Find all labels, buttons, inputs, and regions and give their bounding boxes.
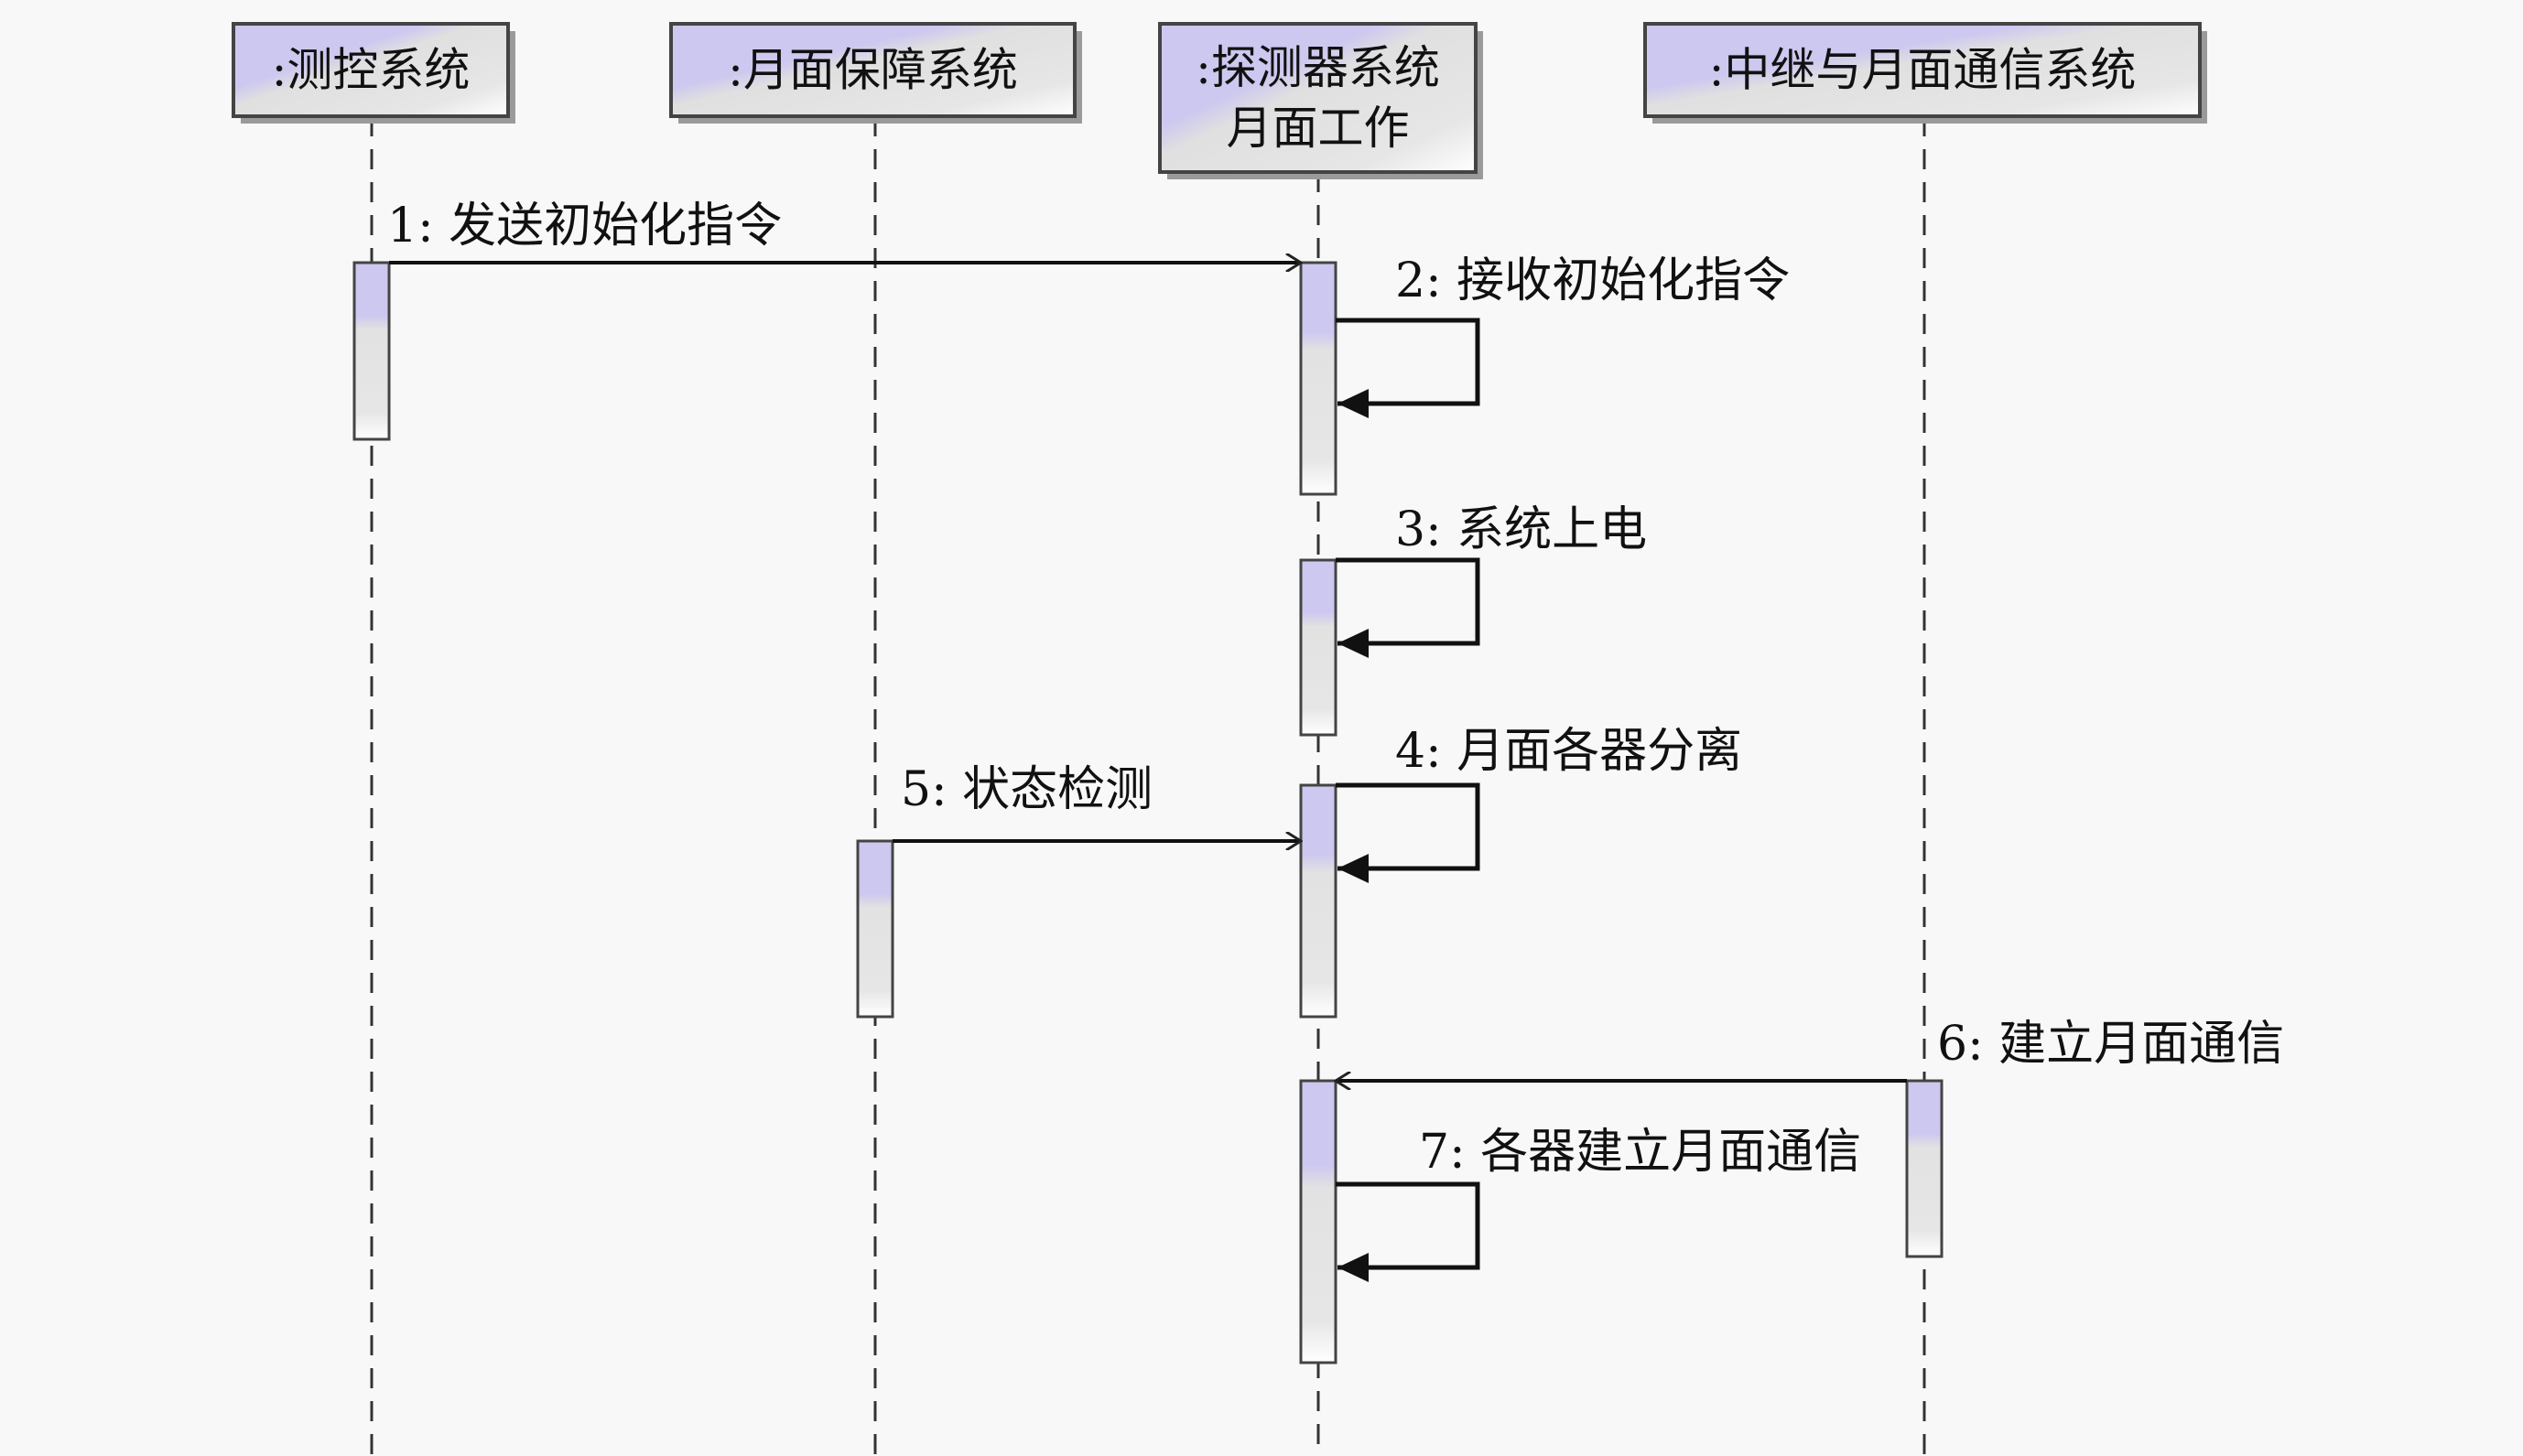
lifeline-name: 月面工作 [1227, 102, 1410, 155]
message-1[interactable]: 1: 发送初始化指令 [387, 199, 1301, 263]
activation-bar [1299, 558, 1337, 737]
message-label: 5: 状态检测 [901, 762, 1153, 817]
message-label: 3: 系统上电 [1395, 502, 1647, 557]
lifeline-header-4[interactable]: :中继与月面通信系统 [1643, 22, 2207, 124]
lifeline-name: :测控系统 [272, 44, 471, 97]
self-message-arrow [1336, 782, 1480, 883]
header-box [1158, 22, 1478, 174]
message-5[interactable]: 5: 状态检测 [893, 762, 1301, 841]
lifeline-name: :探测器系统 [1196, 41, 1440, 94]
header-box [232, 22, 510, 118]
message-label: 1: 发送初始化指令 [387, 199, 782, 253]
activation-bar [1299, 261, 1337, 496]
self-message-arrow [1336, 318, 1480, 418]
activation-bar [856, 839, 894, 1019]
message-6[interactable]: 6: 建立月面通信 [1336, 1017, 2284, 1081]
message-label: 7: 各器建立月面通信 [1419, 1125, 1861, 1180]
lifeline-name: :中继与月面通信系统 [1709, 44, 2137, 97]
lifeline-header-2[interactable]: :月面保障系统 [669, 22, 1082, 124]
message-3[interactable]: 3: 系统上电 [1336, 502, 1647, 658]
self-message-arrow [1336, 1181, 1480, 1282]
activation-bar [1905, 1079, 1944, 1258]
message-2[interactable]: 2: 接收初始化指令 [1336, 253, 1790, 418]
self-message-arrow [1336, 557, 1480, 658]
activation-bar [1299, 783, 1337, 1019]
activation-bar [1299, 1079, 1337, 1364]
message-label: 2: 接收初始化指令 [1395, 253, 1790, 308]
message-label: 6: 建立月面通信 [1937, 1017, 2284, 1072]
lifeline-name: :月面保障系统 [728, 44, 1018, 97]
header-box [1643, 22, 2202, 118]
header-box [669, 22, 1077, 118]
message-4[interactable]: 4: 月面各器分离 [1336, 724, 1742, 883]
message-label: 4: 月面各器分离 [1395, 724, 1742, 779]
activation-bar [352, 261, 391, 441]
message-7[interactable]: 7: 各器建立月面通信 [1336, 1125, 1861, 1282]
lifeline-header-1[interactable]: :测控系统 [232, 22, 515, 124]
